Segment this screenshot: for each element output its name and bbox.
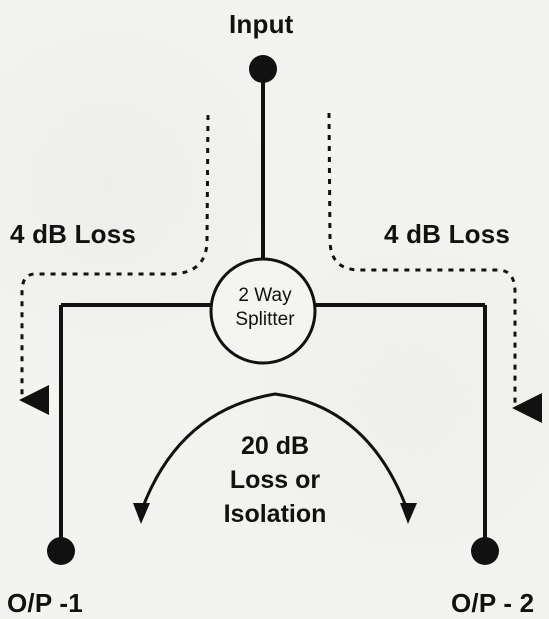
- right-loss-path: [327, 112, 542, 423]
- input-label: Input: [229, 9, 294, 39]
- right-loss-label: 4 dB Loss: [384, 219, 511, 249]
- splitter-circle: [209, 257, 317, 365]
- isolation-label-line-1: 20 dB: [240, 432, 310, 460]
- output-node-right: [471, 537, 499, 565]
- left-loss-label: 4 dB Loss: [10, 219, 137, 249]
- output-node-left: [47, 537, 75, 565]
- output-left-label: O/P -1: [7, 588, 83, 618]
- splitter-label: 2 Way Splitter: [210, 284, 320, 332]
- isolation-label-line-2: Loss or: [229, 466, 321, 494]
- isolation-label-line-3: Isolation: [223, 500, 327, 528]
- isolation-label: 20 dB Loss or Isolation: [212, 429, 338, 531]
- isolation-arc: [139, 392, 410, 513]
- output-right-label: O/P - 2: [451, 588, 535, 618]
- isolation-arrow-right: [400, 503, 417, 524]
- splitter-label-line-1: 2 Way: [238, 285, 292, 306]
- left-loss-path: [19, 114, 210, 415]
- splitter-label-line-2: Splitter: [235, 309, 295, 330]
- isolation-arrow-left: [133, 503, 150, 524]
